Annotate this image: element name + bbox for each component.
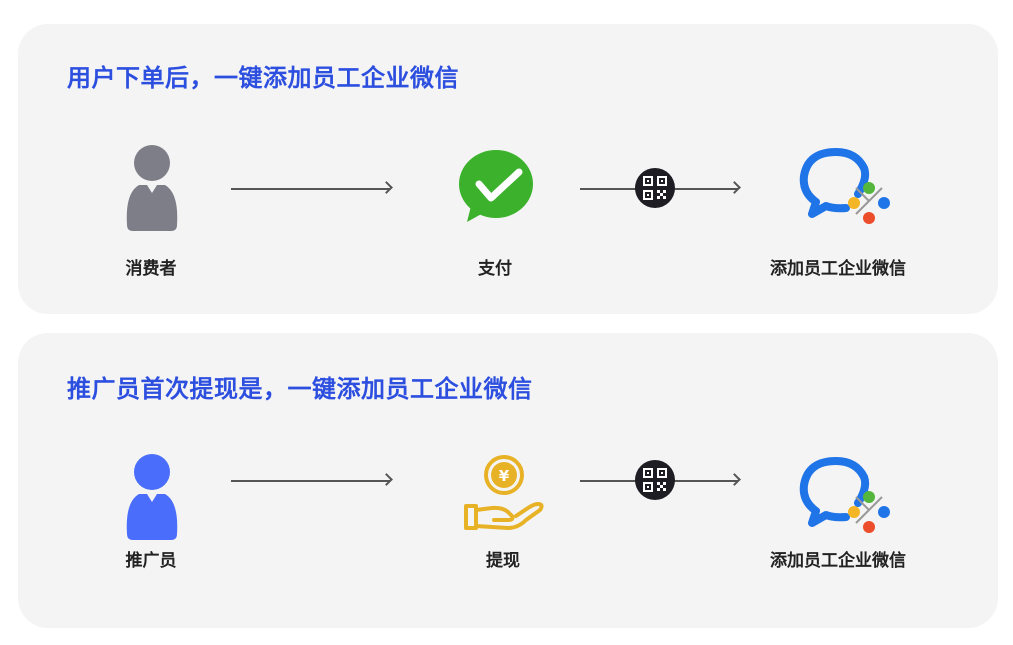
qr-code-icon <box>635 460 675 500</box>
flow-panel-order: 用户下单后，一键添加员工企业微信 消费者 支付 <box>18 24 998 314</box>
wecom-icon <box>799 457 890 533</box>
svg-text:¥: ¥ <box>499 467 510 485</box>
flow-title: 用户下单后，一键添加员工企业微信 <box>67 64 459 92</box>
flow-arrow <box>231 480 390 482</box>
step-label-pay: 支付 <box>478 259 512 279</box>
wecom-icon <box>799 148 890 224</box>
step-label-withdraw: 提现 <box>486 551 520 571</box>
flow-arrow <box>231 188 390 190</box>
withdraw-coin-hand-icon: ¥ <box>464 455 544 530</box>
consumer-person-icon <box>126 145 178 231</box>
step-label-consumer: 消费者 <box>125 259 177 279</box>
promoter-person-icon <box>126 454 178 540</box>
flow-title: 推广员首次提现是，一键添加员工企业微信 <box>67 375 533 403</box>
qr-code-icon <box>635 168 675 208</box>
flow-panel-withdraw: 推广员首次提现是，一键添加员工企业微信 推广员 ¥ 提现 <box>18 333 998 628</box>
step-label-add-wecom: 添加员工企业微信 <box>770 259 906 279</box>
step-label-promoter: 推广员 <box>125 551 177 571</box>
step-label-add-wecom: 添加员工企业微信 <box>770 551 906 571</box>
wechat-pay-icon <box>459 150 533 222</box>
